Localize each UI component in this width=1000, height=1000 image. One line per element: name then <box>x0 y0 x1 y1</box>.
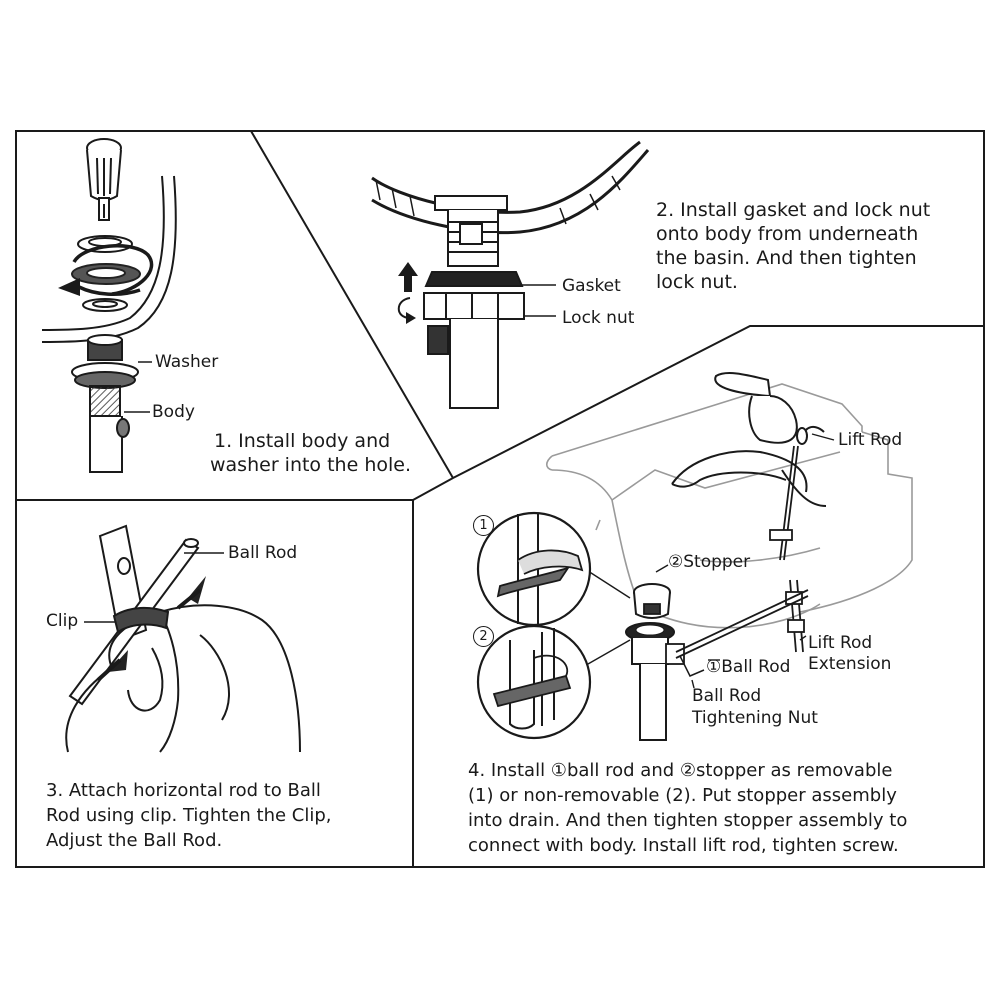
step3-text-line1: 3. Attach horizontal rod to Ball <box>46 780 321 801</box>
label-tightening-nut-2: Tightening Nut <box>692 708 818 728</box>
label-gasket: Gasket <box>562 276 621 296</box>
detail-removable-circle <box>476 511 592 627</box>
step4-text-line1: 4. Install ①ball rod and ②stopper as rem… <box>468 760 893 781</box>
label-lift-rod: Lift Rod <box>838 430 903 450</box>
step3-text-line2: Rod using clip. Tighten the Clip, <box>46 805 332 826</box>
faucet-fixture <box>671 372 827 507</box>
clip-part <box>112 606 170 634</box>
label-body: Body <box>152 402 195 422</box>
step2-text-line2: onto body from underneath <box>656 223 919 245</box>
basin-bowl <box>371 140 641 214</box>
label-stopper: ②Stopper <box>668 552 751 572</box>
panel3-illustration <box>65 524 301 753</box>
label-lift-rod-extension-2: Extension <box>808 654 892 674</box>
detail-nonremovable-circle <box>476 624 592 740</box>
step2-text-line4: lock nut. <box>656 271 738 293</box>
screwdriver-tool <box>86 138 122 221</box>
step2-text-line1: 2. Install gasket and lock nut <box>656 199 931 221</box>
gasket-part <box>424 271 524 287</box>
threaded-body <box>434 195 508 267</box>
label-washer: Washer <box>155 352 219 372</box>
rotate-arrow-icon <box>72 244 154 296</box>
step3-text-line3: Adjust the Ball Rod. <box>46 830 223 851</box>
label-ball-rod: Ball Rod <box>228 543 298 563</box>
lock-nut-part <box>423 292 525 320</box>
lift-rod-part <box>769 445 799 561</box>
panel2-illustration <box>371 140 650 409</box>
panel-frame <box>15 130 985 868</box>
option-marker-1: 1 <box>473 515 494 536</box>
label-lock-nut: Lock nut <box>562 308 635 328</box>
basin-wall <box>41 175 165 331</box>
panel1-illustration <box>41 138 177 473</box>
stopper-assembly <box>625 583 705 741</box>
option-marker-2: 2 <box>473 626 494 647</box>
drain-body <box>71 334 139 473</box>
label-tightening-nut-1: Ball Rod <box>692 686 762 706</box>
step4-text-line2: (1) or non-removable (2). Put stopper as… <box>468 785 897 806</box>
label-lift-rod-extension-1: Lift Rod <box>808 633 873 653</box>
step4-text-line4: connect with body. Install lift rod, tig… <box>468 835 899 856</box>
step4-text-line3: into drain. And then tighten stopper ass… <box>468 810 908 831</box>
label-ball-rod-numbered: ①Ball Rod <box>706 657 791 677</box>
panel4-illustration <box>476 372 913 741</box>
sink-outline <box>545 383 913 629</box>
step2-text-line3: the basin. And then tighten <box>656 247 917 269</box>
ball-rod-long <box>675 589 809 659</box>
label-clip: Clip <box>46 611 79 631</box>
step1-text-line2: washer into the hole. <box>210 454 411 476</box>
step1-text-line1: 1. Install body and <box>214 430 391 452</box>
